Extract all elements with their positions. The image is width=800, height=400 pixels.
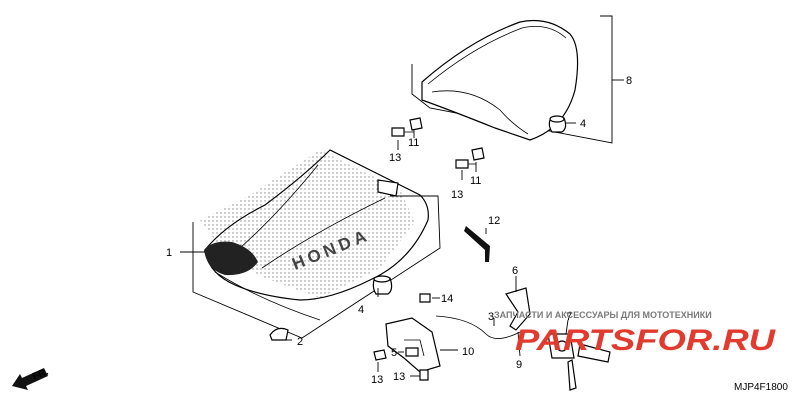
callout-2: 2 xyxy=(297,336,303,348)
callout-6: 6 xyxy=(512,265,518,277)
bolt-13-d xyxy=(419,369,429,381)
callout-3: 3 xyxy=(488,311,494,323)
callout-1: 1 xyxy=(166,247,172,259)
callout-13-c: 13 xyxy=(371,374,383,386)
callout-13-a: 13 xyxy=(389,152,401,164)
callout-13-b: 13 xyxy=(451,189,463,201)
cushion-4-cowl xyxy=(548,115,567,133)
callout-10: 10 xyxy=(462,346,474,358)
callout-7: 7 xyxy=(566,311,572,323)
bolt-13-b xyxy=(455,159,476,169)
nut-13-c xyxy=(373,349,387,361)
cable-3 xyxy=(435,315,521,339)
lock-cylinder-7 xyxy=(547,333,611,391)
callout-11-b: 11 xyxy=(470,175,481,187)
watermark: ЗАПЧАСТИ И АКСЕССУАРЫ ДЛЯ МОТОТЕХНИКИ PA… xyxy=(494,310,777,357)
callout-14: 14 xyxy=(441,293,453,305)
callout-8: 8 xyxy=(626,75,632,87)
callout-4-cowl: 4 xyxy=(580,118,586,130)
callout-5: 5 xyxy=(391,347,397,359)
collar-11-b xyxy=(471,147,485,161)
callout-4-seat: 4 xyxy=(358,304,364,316)
watermark-tagline: ЗАПЧАСТИ И АКСЕССУАРЫ ДЛЯ МОТОТЕХНИКИ xyxy=(494,310,712,320)
leader-lines xyxy=(180,79,624,377)
seat-lock-6 xyxy=(505,287,531,331)
rear-seat-cowl xyxy=(411,15,613,144)
bolt-14 xyxy=(419,293,431,303)
main-seat: HONDA xyxy=(192,149,441,339)
callout-9: 9 xyxy=(516,359,522,371)
diagram-code: MJP4F1800 xyxy=(734,382,788,393)
front-direction-arrow: FR. xyxy=(12,366,50,390)
callout-11-a: 11 xyxy=(408,137,419,149)
rubber-stop-2 xyxy=(269,327,289,341)
callout-13-d: 13 xyxy=(393,371,405,383)
callout-labels: 1 2 3 4 4 5 6 7 8 9 10 11 11 12 13 13 13… xyxy=(166,75,632,386)
callout-12: 12 xyxy=(488,215,500,227)
cushion-4-seat xyxy=(372,275,393,295)
seat-tool-12 xyxy=(464,226,490,262)
bolt-5 xyxy=(405,347,419,357)
direction-label: FR. xyxy=(31,366,50,382)
watermark-logo: PARTSFOR.RU xyxy=(515,324,777,357)
collar-11-a xyxy=(409,117,423,131)
bolt-13-a xyxy=(391,127,414,137)
seat-lock-bracket-10 xyxy=(385,317,441,373)
